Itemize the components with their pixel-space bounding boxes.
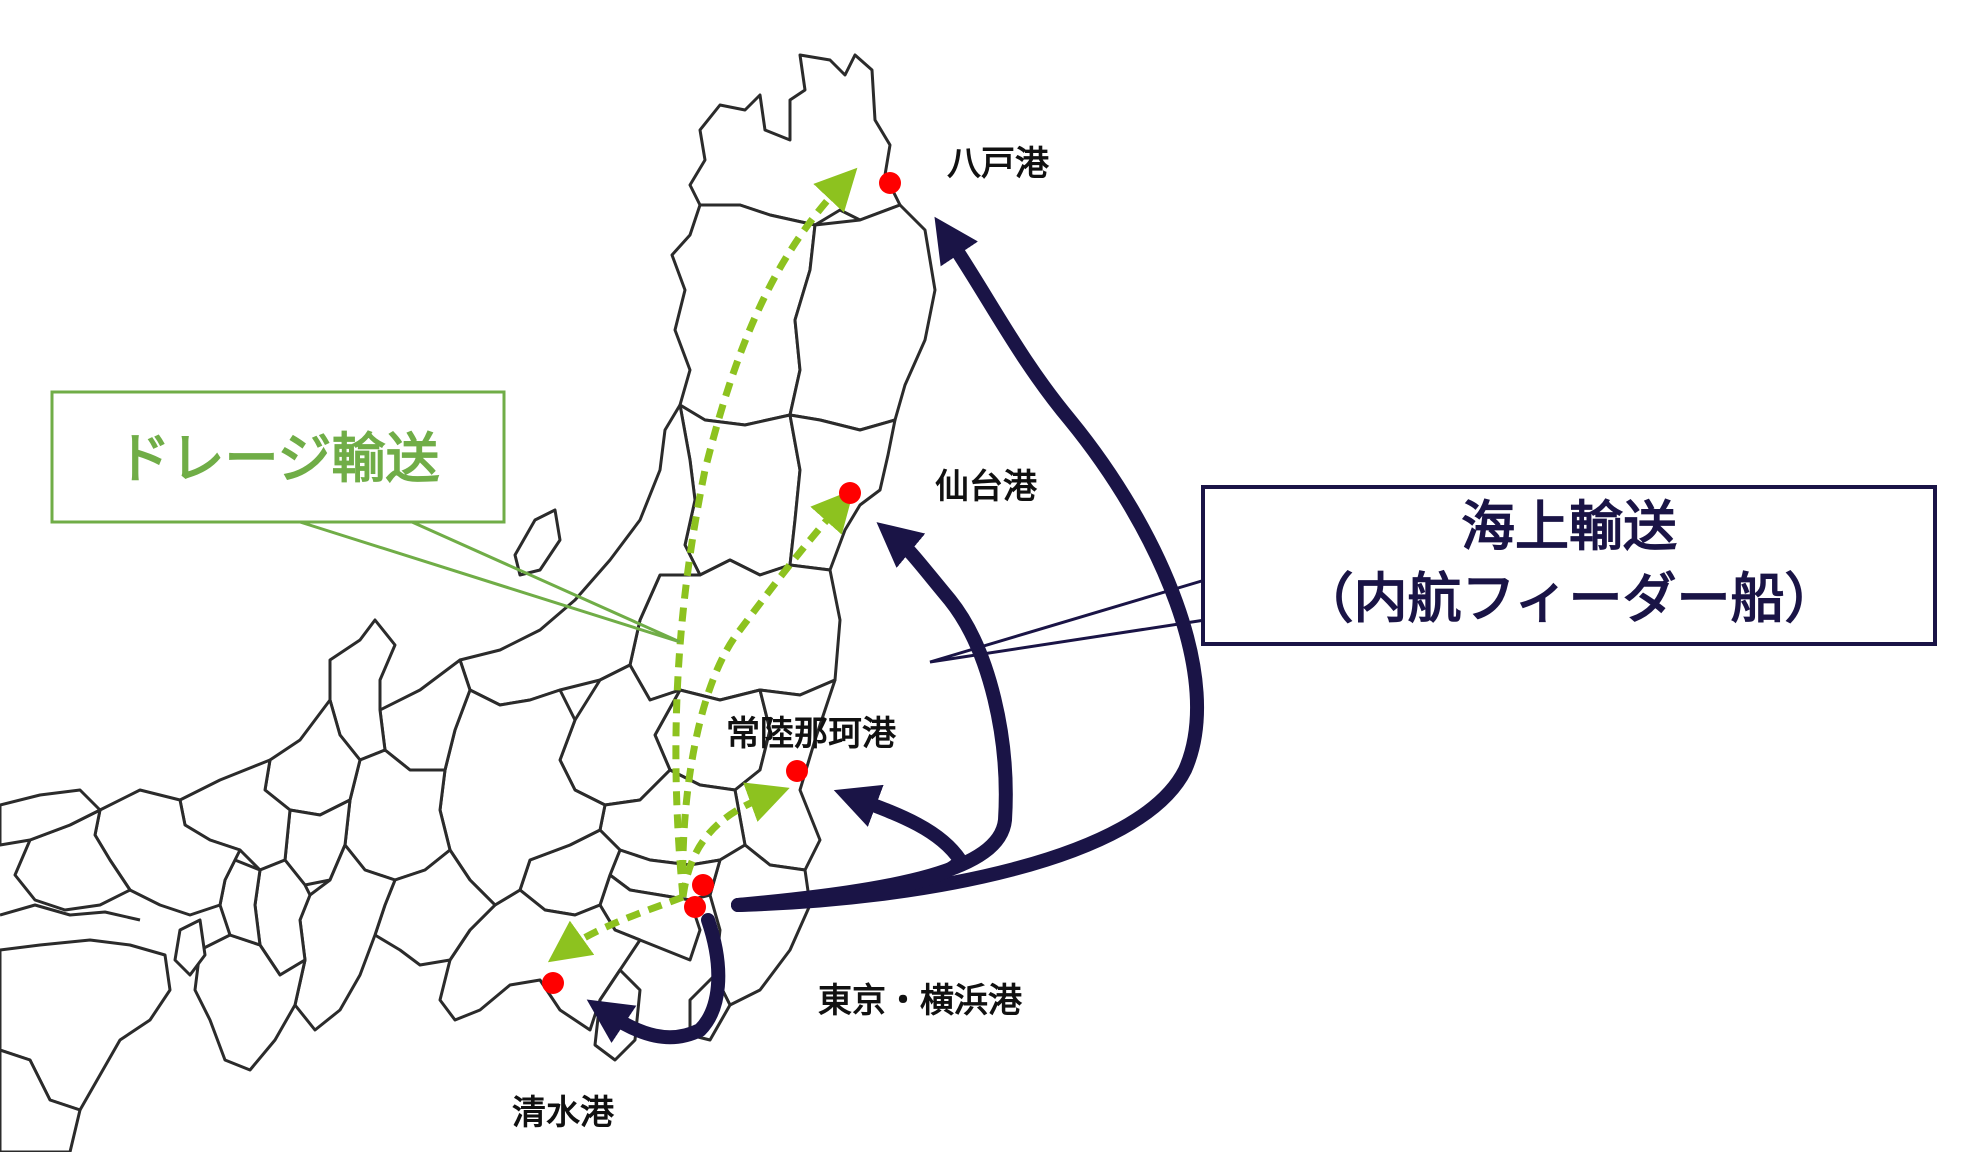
prefecture-fukushima bbox=[628, 558, 842, 702]
sea-callout-pointer bbox=[929, 578, 1206, 664]
drayage-callout: ドレージ輸送 bbox=[50, 390, 681, 644]
sea-callout-line2: （内航フィーダー船） bbox=[1300, 567, 1839, 630]
island-awaji bbox=[173, 918, 207, 977]
sea-route-to-hachinohe bbox=[731, 216, 1204, 912]
sea-routes bbox=[586, 216, 1204, 1045]
port-marker-shimizu bbox=[542, 972, 564, 994]
port-labels: 八戸港 仙台港 常陸那珂港 東京・横浜港 清水港 bbox=[512, 144, 1050, 1133]
port-label-tokyo-yokohama: 東京・横浜港 bbox=[818, 981, 1023, 1021]
drayage-routes bbox=[547, 167, 858, 963]
port-label-hachinohe: 八戸港 bbox=[947, 144, 1050, 184]
drayage-route-to-hitachinaka bbox=[679, 782, 790, 898]
port-marker-yokohama bbox=[684, 896, 706, 918]
coast-inland-sea bbox=[0, 903, 141, 922]
drayage-route-to-shimizu bbox=[547, 893, 685, 963]
drayage-route-to-sendai bbox=[679, 489, 854, 898]
sea-callout-box bbox=[1201, 485, 1937, 646]
island-sado bbox=[513, 508, 562, 577]
prefecture-map bbox=[0, 53, 937, 1152]
port-marker-tokyo bbox=[692, 874, 714, 896]
sea-callout: 海上輸送 （内航フィーダー船） bbox=[929, 485, 1937, 664]
sea-callout-line1: 海上輸送 bbox=[1461, 495, 1677, 558]
port-markers bbox=[542, 172, 901, 994]
prefecture-akita bbox=[670, 203, 817, 427]
port-marker-sendai bbox=[839, 482, 861, 504]
prefecture-yamagata bbox=[678, 403, 802, 577]
drayage-callout-box bbox=[50, 390, 506, 524]
port-marker-hitachinaka bbox=[786, 760, 808, 782]
prefecture-aomori bbox=[688, 53, 902, 227]
prefecture-shikoku-south bbox=[0, 1048, 82, 1152]
prefecture-gifu bbox=[343, 748, 452, 882]
port-marker-hachinohe bbox=[879, 172, 901, 194]
sea-route-to-shimizu bbox=[586, 913, 726, 1045]
sea-route-to-hitachinaka bbox=[731, 784, 967, 912]
drayage-callout-label: ドレージ輸送 bbox=[117, 427, 440, 490]
prefecture-tottori bbox=[0, 788, 102, 847]
port-label-shimizu: 清水港 bbox=[512, 1093, 615, 1133]
port-label-sendai: 仙台港 bbox=[935, 467, 1038, 507]
port-label-hitachinaka: 常陸那珂港 bbox=[726, 714, 897, 754]
drayage-callout-pointer bbox=[299, 520, 681, 644]
